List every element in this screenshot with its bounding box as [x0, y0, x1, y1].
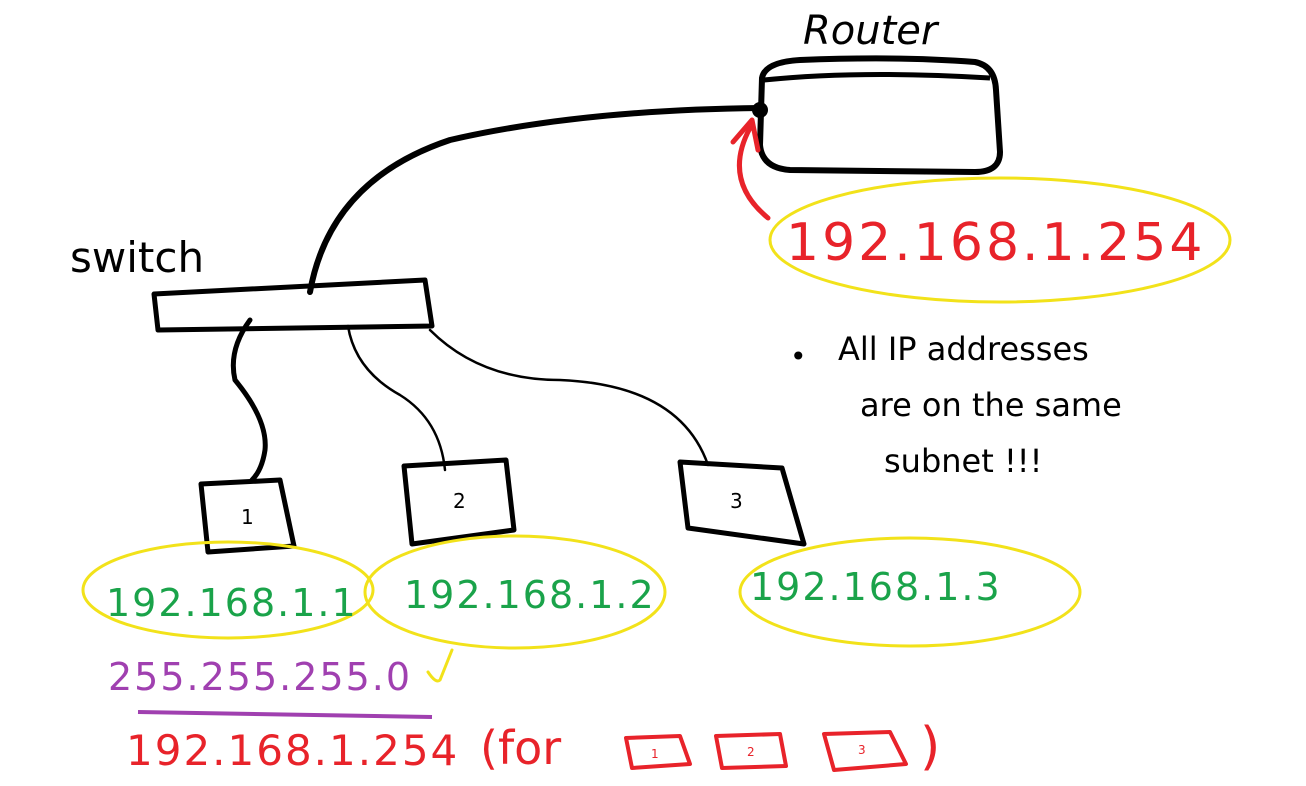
host-2-box [401, 457, 517, 547]
host-3-label: 3 [730, 489, 743, 513]
host-1-label: 1 [241, 505, 254, 529]
switch-label: switch [70, 233, 204, 282]
host-1-ip-highlight [81, 540, 375, 640]
gateway-host-3-label: 3 [858, 743, 866, 757]
router-label: Router [803, 8, 940, 54]
router-top-edge [763, 71, 991, 83]
gateway-for-label: (for [480, 721, 561, 775]
note-line-1: All IP addresses [838, 330, 1089, 368]
host-3-box [677, 459, 807, 547]
router-ip-arrow-head [730, 117, 761, 153]
gateway-host-1-icon: 1 [624, 734, 692, 770]
uplink-cable [307, 105, 763, 295]
gateway-host-2-label: 2 [747, 745, 755, 759]
gateway-ip: 192.168.1.254 [126, 726, 459, 775]
host-3-ip-highlight [738, 536, 1082, 648]
host-2-ip-highlight [363, 534, 667, 650]
note-line-3: subnet !!! [884, 442, 1042, 480]
gateway-host-1-label: 1 [651, 747, 659, 761]
subnet-mask-underline [137, 710, 433, 719]
gateway-host-3-icon: 3 [822, 730, 908, 772]
switch-body [151, 277, 435, 333]
subnet-mask-check [426, 648, 454, 683]
gateway-close-paren: ) [920, 717, 940, 777]
subnet-note: • All IP addresses are on the same subne… [790, 330, 1122, 480]
router-ip-highlight [768, 176, 1232, 304]
host-2-label: 2 [453, 489, 466, 513]
subnet-mask: 255.255.255.0 [108, 655, 412, 699]
router-ip-arrow [736, 125, 771, 221]
host-2-ip: 192.168.1.2 [404, 573, 656, 617]
cable-host-2 [346, 324, 447, 472]
note-bullet: • [790, 340, 807, 373]
router: Router [752, 8, 1003, 175]
host-3: 3 [677, 459, 807, 547]
gateway-host-2-icon: 2 [714, 732, 788, 770]
cable-host-3 [428, 328, 710, 467]
host-2: 2 [401, 457, 517, 547]
router-body [757, 55, 1003, 175]
cable-host-1 [230, 317, 268, 483]
switch: switch [70, 233, 435, 333]
note-line-2: are on the same [860, 386, 1122, 424]
router-ip: 192.168.1.254 [786, 213, 1205, 273]
host-3-ip: 192.168.1.3 [750, 565, 1002, 609]
host-1-ip: 192.168.1.1 [106, 581, 358, 625]
